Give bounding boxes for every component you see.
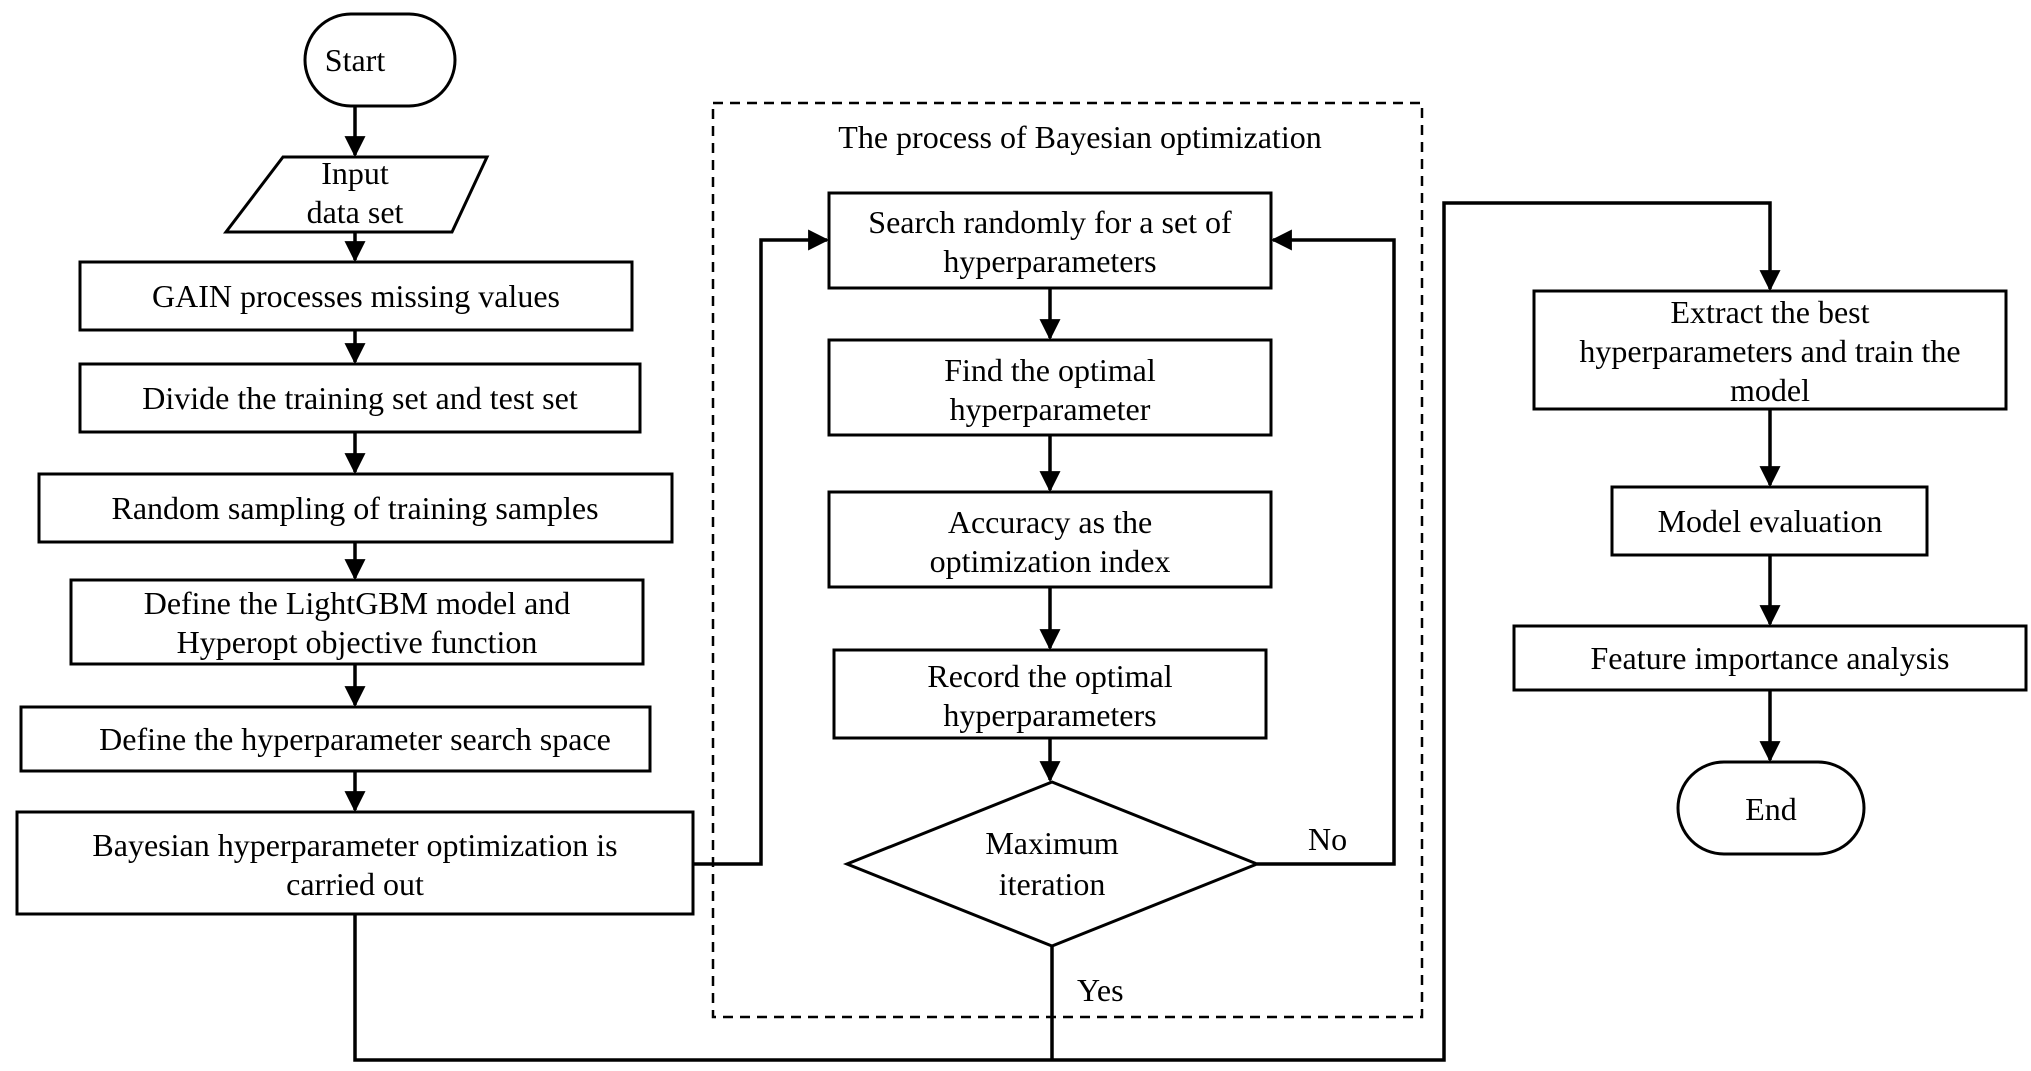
define-model-label-line2: Hyperopt objective function: [177, 624, 538, 660]
start-terminal: [303, 12, 457, 108]
bayes-opt-node: [15, 810, 695, 916]
bayes-opt-label-line1: Bayesian hyperparameter optimization is: [92, 827, 617, 863]
decision-label-line1: Maximum: [985, 825, 1118, 861]
define-space-node: [19, 705, 652, 773]
extract-node: [1532, 289, 2008, 411]
input-data-node: [222, 155, 490, 234]
divide-node: [78, 362, 642, 434]
arrow-no-loop: [1257, 229, 1396, 866]
extract-label-line1: Extract the best: [1670, 294, 1869, 330]
bayes-opt-label-line2: carried out: [286, 866, 424, 902]
divide-label: Divide the training set and test set: [142, 380, 578, 416]
search-node: [827, 191, 1273, 290]
record-label-line1: Record the optimal: [927, 658, 1172, 694]
find-label-line1: Find the optimal: [944, 352, 1156, 388]
random-sampling-node: [37, 472, 674, 544]
model-evaluation-label: Model evaluation: [1658, 503, 1883, 539]
extract-label-line2: hyperparameters and train the: [1579, 333, 1960, 369]
decision-label-line2: iteration: [999, 866, 1106, 902]
gain-label: GAIN processes missing values: [152, 278, 560, 314]
bayes-frame-title: The process of Bayesian optimization: [838, 119, 1321, 155]
model-evaluation-node: [1610, 485, 1929, 557]
arrow-bayes-to-search: [693, 229, 830, 866]
accuracy-label-line1: Accuracy as the: [948, 504, 1152, 540]
search-label-line1: Search randomly for a set of: [868, 204, 1232, 240]
accuracy-label-line2: optimization index: [930, 543, 1171, 579]
define-space-label: Define the hyperparameter search space: [99, 721, 611, 757]
start-label: Start: [325, 42, 386, 78]
feature-importance-label: Feature importance analysis: [1591, 640, 1950, 676]
record-label-line2: hyperparameters: [943, 697, 1156, 733]
define-model-label-line1: Define the LightGBM model and: [144, 585, 571, 621]
define-model-node: [69, 578, 645, 666]
max-iteration-decision: [842, 780, 1262, 948]
input-label-line2: data set: [307, 194, 404, 230]
bayes-process-frame: [711, 101, 1424, 1019]
end-label: End: [1745, 791, 1797, 827]
find-label-line2: hyperparameter: [950, 391, 1151, 427]
random-sampling-label: Random sampling of training samples: [111, 490, 598, 526]
input-label-line1: Input: [321, 155, 389, 191]
extract-label-line3: model: [1730, 372, 1810, 408]
feature-importance-node: [1512, 624, 2028, 692]
gain-node: [78, 260, 634, 332]
yes-label: Yes: [1077, 972, 1124, 1008]
search-label-line2: hyperparameters: [943, 243, 1156, 279]
arrow-to-extract: [353, 201, 1781, 1062]
no-label: No: [1308, 821, 1347, 857]
